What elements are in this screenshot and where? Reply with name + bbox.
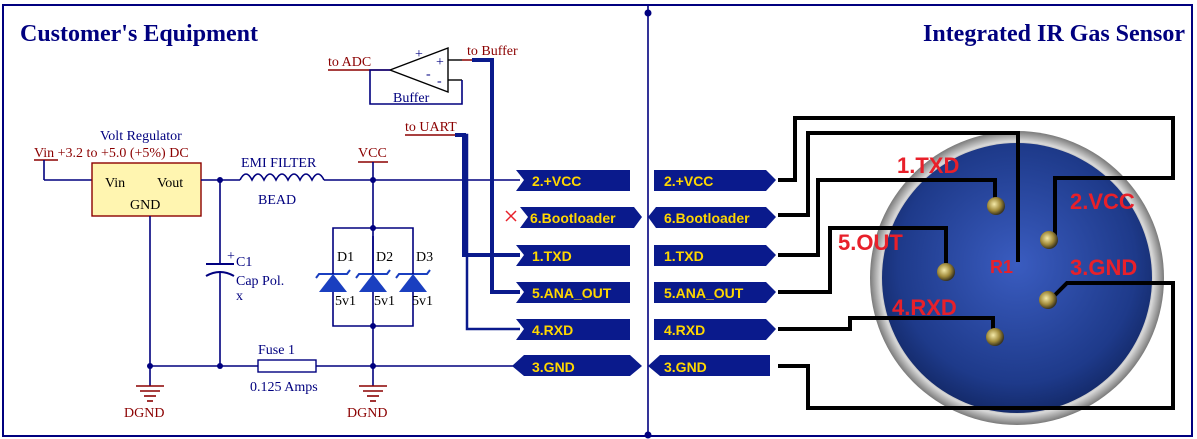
diode-d3-name: D3 xyxy=(416,250,433,265)
opamp-minus-out: - xyxy=(426,67,431,82)
diode-d3-value: 5v1 xyxy=(412,294,433,309)
dgnd-left-label: DGND xyxy=(124,406,164,421)
bus-txd xyxy=(455,133,520,257)
wire-vcc xyxy=(778,116,1175,238)
pin-label-rxd: 4.RXD xyxy=(892,295,957,320)
opamp-minus-in: - xyxy=(437,74,442,89)
emi-filter-label: EMI FILTER xyxy=(241,156,317,171)
capacitor-c1: + C1 Cap Pol. x xyxy=(205,180,284,366)
diode-d2-name: D2 xyxy=(376,250,393,265)
diode-d1-value: 5v1 xyxy=(335,294,356,309)
svg-text:4.RXD: 4.RXD xyxy=(532,322,573,338)
port-left-ana-out: 5.ANA_OUT xyxy=(516,282,630,303)
wire-bootloader xyxy=(778,131,1020,262)
sensor-pins xyxy=(937,197,1058,346)
sensor-face xyxy=(882,143,1152,413)
fuse-body xyxy=(257,359,317,373)
svg-text:1.TXD: 1.TXD xyxy=(532,248,572,264)
cap-name: C1 xyxy=(236,255,252,270)
buffer-opamp: to ADC + + - - Buffer to Buffer xyxy=(328,44,518,106)
vin-spec-label: Vin +3.2 to +5.0 (+5%) DC xyxy=(34,146,189,161)
pin-label-out: 5.OUT xyxy=(838,230,903,255)
pin-label-gnd: 3.GND xyxy=(1070,255,1137,280)
svg-text:2.+VCC: 2.+VCC xyxy=(664,173,713,189)
fuse-rating: 0.125 Amps xyxy=(250,380,318,395)
ground-bus: Fuse 1 0.125 Amps DGND DGND xyxy=(124,343,520,421)
emi-filter-bead: EMI FILTER BEAD xyxy=(239,156,520,208)
svg-text:5.ANA_OUT: 5.ANA_OUT xyxy=(532,285,612,301)
sensor-center-label: R1 xyxy=(990,257,1013,277)
to-buffer-label: to Buffer xyxy=(467,44,518,59)
cap-plus: + xyxy=(227,249,235,264)
pin-txd xyxy=(987,197,1005,215)
pin-gnd xyxy=(1039,291,1057,309)
ir-gas-sensor xyxy=(870,131,1164,425)
bus-ana-out xyxy=(472,58,520,294)
volt-regulator: Volt Regulator Vin +3.2 to +5.0 (+5%) DC… xyxy=(34,129,240,366)
port-right-vcc: 2.+VCC xyxy=(654,170,776,191)
port-right-gnd: 3.GND xyxy=(648,355,770,376)
regulator-gnd: GND xyxy=(130,198,160,213)
vcc-label: VCC xyxy=(358,146,387,161)
regulator-title: Volt Regulator xyxy=(100,129,182,144)
drawing-frame xyxy=(2,4,1193,437)
title-customer-equipment: Customer's Equipment xyxy=(20,21,258,47)
dgnd-right-label: DGND xyxy=(347,406,387,421)
port-left-txd: 1.TXD xyxy=(516,245,630,266)
port-right-bootloader: 6.Bootloader xyxy=(648,207,776,228)
wire-rxd xyxy=(464,133,520,331)
no-connect-mark xyxy=(505,210,517,222)
svg-text:1.TXD: 1.TXD xyxy=(664,248,704,264)
wire-gnd xyxy=(778,281,1175,410)
svg-text:4.RXD: 4.RXD xyxy=(664,322,705,338)
to-adc-label: to ADC xyxy=(328,55,371,70)
pin-label-vcc: 2.VCC xyxy=(1070,189,1135,214)
port-right-txd: 1.TXD xyxy=(654,245,776,266)
port-right-ana-out: 5.ANA_OUT xyxy=(654,282,776,303)
title-ir-gas-sensor: Integrated IR Gas Sensor xyxy=(923,21,1185,47)
pin-out xyxy=(937,263,955,281)
regulator-box xyxy=(91,162,202,217)
svg-text:6.Bootloader: 6.Bootloader xyxy=(530,210,616,226)
svg-text:6.Bootloader: 6.Bootloader xyxy=(664,210,750,226)
zener-diodes: D1 D2 D3 5v1 5v1 5v1 xyxy=(315,180,433,366)
svg-text:3.GND: 3.GND xyxy=(664,359,707,375)
regulator-vout: Vout xyxy=(157,176,183,191)
pin-rxd xyxy=(986,328,1004,346)
port-left-bootloader: 6.Bootloader xyxy=(520,207,642,228)
regulator-vin: Vin xyxy=(105,176,125,191)
wire-out xyxy=(778,226,948,294)
diode-d2-value: 5v1 xyxy=(374,294,395,309)
to-uart-label: to UART xyxy=(405,120,457,135)
port-left-vcc: 2.+VCC xyxy=(516,170,630,191)
pin-vcc xyxy=(1040,231,1058,249)
port-left-gnd: 3.GND xyxy=(512,355,642,376)
bead-label: BEAD xyxy=(258,193,296,208)
diode-d1-name: D1 xyxy=(337,250,354,265)
opamp-plus-out: + xyxy=(415,47,423,62)
opamp-plus-in: + xyxy=(436,55,444,70)
pin-label-txd: 1.TXD xyxy=(897,153,959,178)
divider-dot-bottom xyxy=(644,431,652,439)
port-left-rxd: 4.RXD xyxy=(516,319,630,340)
divider-dot-top xyxy=(644,9,652,17)
wire-txd xyxy=(778,178,997,257)
cap-type: Cap Pol. xyxy=(236,274,284,289)
fuse-name: Fuse 1 xyxy=(258,343,295,358)
svg-text:5.ANA_OUT: 5.ANA_OUT xyxy=(664,285,744,301)
buffer-label: Buffer xyxy=(393,91,430,106)
svg-text:2.+VCC: 2.+VCC xyxy=(532,173,581,189)
wire-rxd xyxy=(778,316,995,336)
port-right-rxd: 4.RXD xyxy=(654,319,776,340)
svg-text:3.GND: 3.GND xyxy=(532,359,575,375)
cap-value: x xyxy=(236,289,243,304)
